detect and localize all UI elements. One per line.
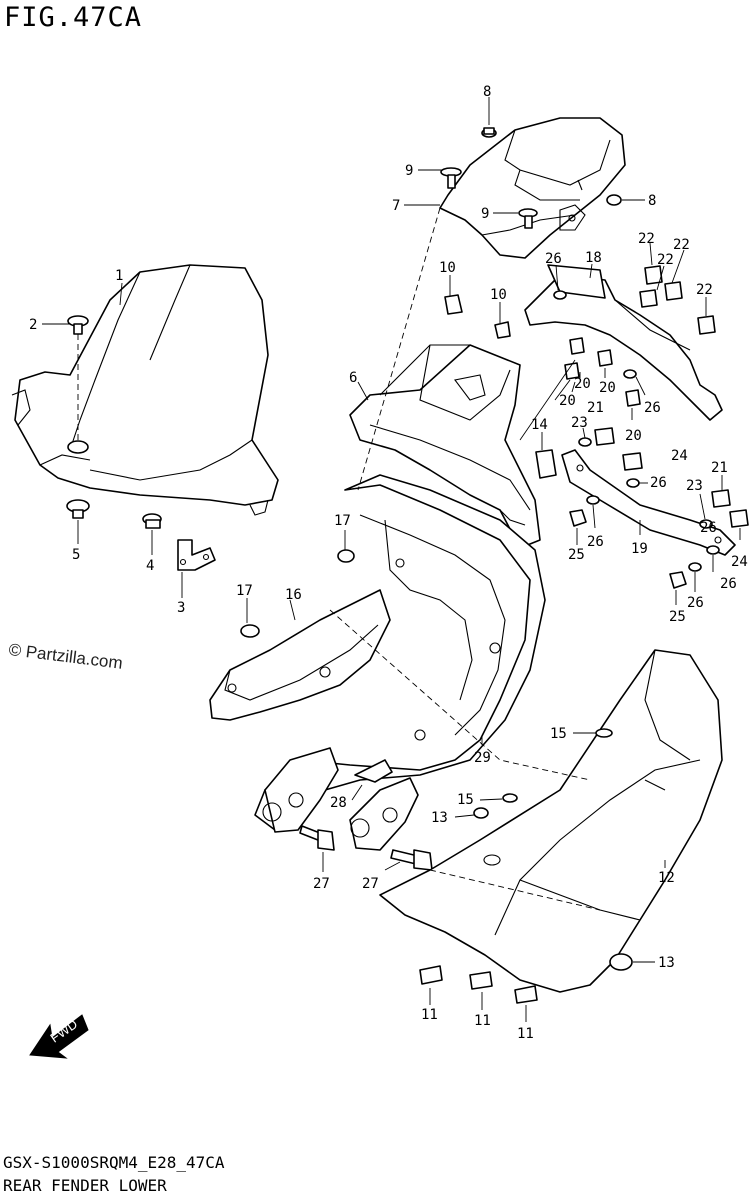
part-26-washers — [553, 290, 720, 572]
part-12-lower-fender — [379, 649, 723, 993]
callout-9-lower: 9 — [481, 206, 489, 222]
callout-15-b: 15 — [457, 792, 474, 808]
callout-3: 3 — [177, 600, 185, 616]
callout-20-c: 20 — [599, 380, 616, 396]
part-13-clip-upper — [473, 807, 489, 819]
callout-13-lower: 13 — [658, 955, 675, 971]
part-27-bolt-left — [299, 825, 335, 851]
part-16-side-bracket — [209, 589, 391, 721]
part-7-bracket — [439, 117, 626, 259]
part-18-bracket — [524, 264, 723, 421]
callout-1: 1 — [115, 268, 123, 284]
callout-26-f: 26 — [687, 595, 704, 611]
callout-21-a: 21 — [587, 400, 604, 416]
callout-20-a: 20 — [559, 393, 576, 409]
part-4-grommet — [142, 513, 162, 529]
part-15-screw-b — [502, 793, 518, 803]
callout-23-b: 23 — [686, 478, 703, 494]
callout-22-a: 22 — [638, 231, 655, 247]
callout-13-upper: 13 — [431, 810, 448, 826]
part-27-bolt-right — [390, 849, 433, 871]
callout-24-a: 24 — [671, 448, 688, 464]
callout-20-d: 20 — [625, 428, 642, 444]
part-10-clip-b — [494, 321, 511, 339]
part-5-screw — [66, 499, 90, 519]
callout-22-d: 22 — [696, 282, 713, 298]
callout-22-b: 22 — [673, 237, 690, 253]
callout-14: 14 — [531, 417, 548, 433]
part-25-nuts — [569, 509, 687, 589]
callout-6: 6 — [349, 370, 357, 386]
callout-16: 16 — [285, 587, 302, 603]
part-19-bracket — [561, 449, 736, 556]
callout-20-b: 20 — [574, 376, 591, 392]
callout-8-top: 8 — [483, 84, 491, 100]
callout-26-e: 26 — [720, 576, 737, 592]
callout-17-b: 17 — [236, 583, 253, 599]
callout-27-a: 27 — [313, 876, 330, 892]
part-13-clip-lower — [609, 953, 633, 971]
part-29-subframe — [254, 474, 546, 851]
callout-23-a: 23 — [571, 415, 588, 431]
callout-26-d: 26 — [587, 534, 604, 550]
figure-name: REAR FENDER LOWER — [3, 1176, 167, 1195]
callout-10-a: 10 — [439, 260, 456, 276]
callout-15-a: 15 — [550, 726, 567, 742]
callout-18: 18 — [585, 250, 602, 266]
callout-26-a: 26 — [545, 251, 562, 267]
callout-25-b: 25 — [669, 609, 686, 625]
callout-9-upper: 9 — [405, 163, 413, 179]
callout-26-g: 26 — [700, 520, 717, 536]
callout-17-a: 17 — [334, 513, 351, 529]
part-14-damper — [535, 449, 557, 479]
figure-title: FIG.47CA — [4, 2, 143, 33]
callout-4: 4 — [146, 558, 154, 574]
callout-2: 2 — [29, 317, 37, 333]
part-15-screw-a — [595, 728, 613, 738]
callout-11-a: 11 — [421, 1007, 438, 1023]
part-21-bolts — [594, 427, 731, 508]
callout-8-side: 8 — [648, 193, 656, 209]
callout-labels: 1 2 3 4 5 6 7 8 8 9 9 10 10 11 11 11 12 — [29, 84, 748, 1042]
part-8-bolt-top — [481, 127, 497, 138]
callout-27-b: 27 — [362, 876, 379, 892]
callout-19: 19 — [631, 541, 648, 557]
part-17-screw-b — [240, 624, 260, 638]
figure-code: GSX-S1000SRQM4_E28_47CA — [3, 1153, 225, 1172]
part-8-bolt-side — [606, 194, 622, 206]
callout-21-b: 21 — [711, 460, 728, 476]
callout-7: 7 — [392, 198, 400, 214]
callout-12: 12 — [658, 870, 675, 886]
part-28-plate — [354, 759, 393, 783]
part-9-bolt-lower — [518, 208, 538, 229]
part-10-clip-a — [444, 294, 463, 315]
part-2-screw — [67, 315, 89, 335]
callout-24-b: 24 — [731, 554, 748, 570]
part-1-cover — [11, 264, 279, 516]
callout-26-c: 26 — [650, 475, 667, 491]
callout-22-c: 22 — [657, 252, 674, 268]
callout-10-b: 10 — [490, 287, 507, 303]
part-22-bolts — [639, 265, 716, 335]
part-11-pads — [419, 965, 538, 1004]
callout-5: 5 — [72, 547, 80, 563]
callout-28: 28 — [330, 795, 347, 811]
part-6-inner-fender — [349, 344, 541, 549]
fwd-arrow-icon: FWD — [29, 1014, 89, 1059]
callout-11-c: 11 — [517, 1026, 534, 1042]
callout-29: 29 — [474, 750, 491, 766]
callout-26-b: 26 — [644, 400, 661, 416]
part-17-screw-a — [337, 549, 355, 563]
callout-25-a: 25 — [568, 547, 585, 563]
callout-11-b: 11 — [474, 1013, 491, 1029]
part-3-bracket — [177, 539, 216, 571]
part-9-bolt-upper — [440, 167, 462, 189]
part-24-bolts — [622, 452, 749, 528]
